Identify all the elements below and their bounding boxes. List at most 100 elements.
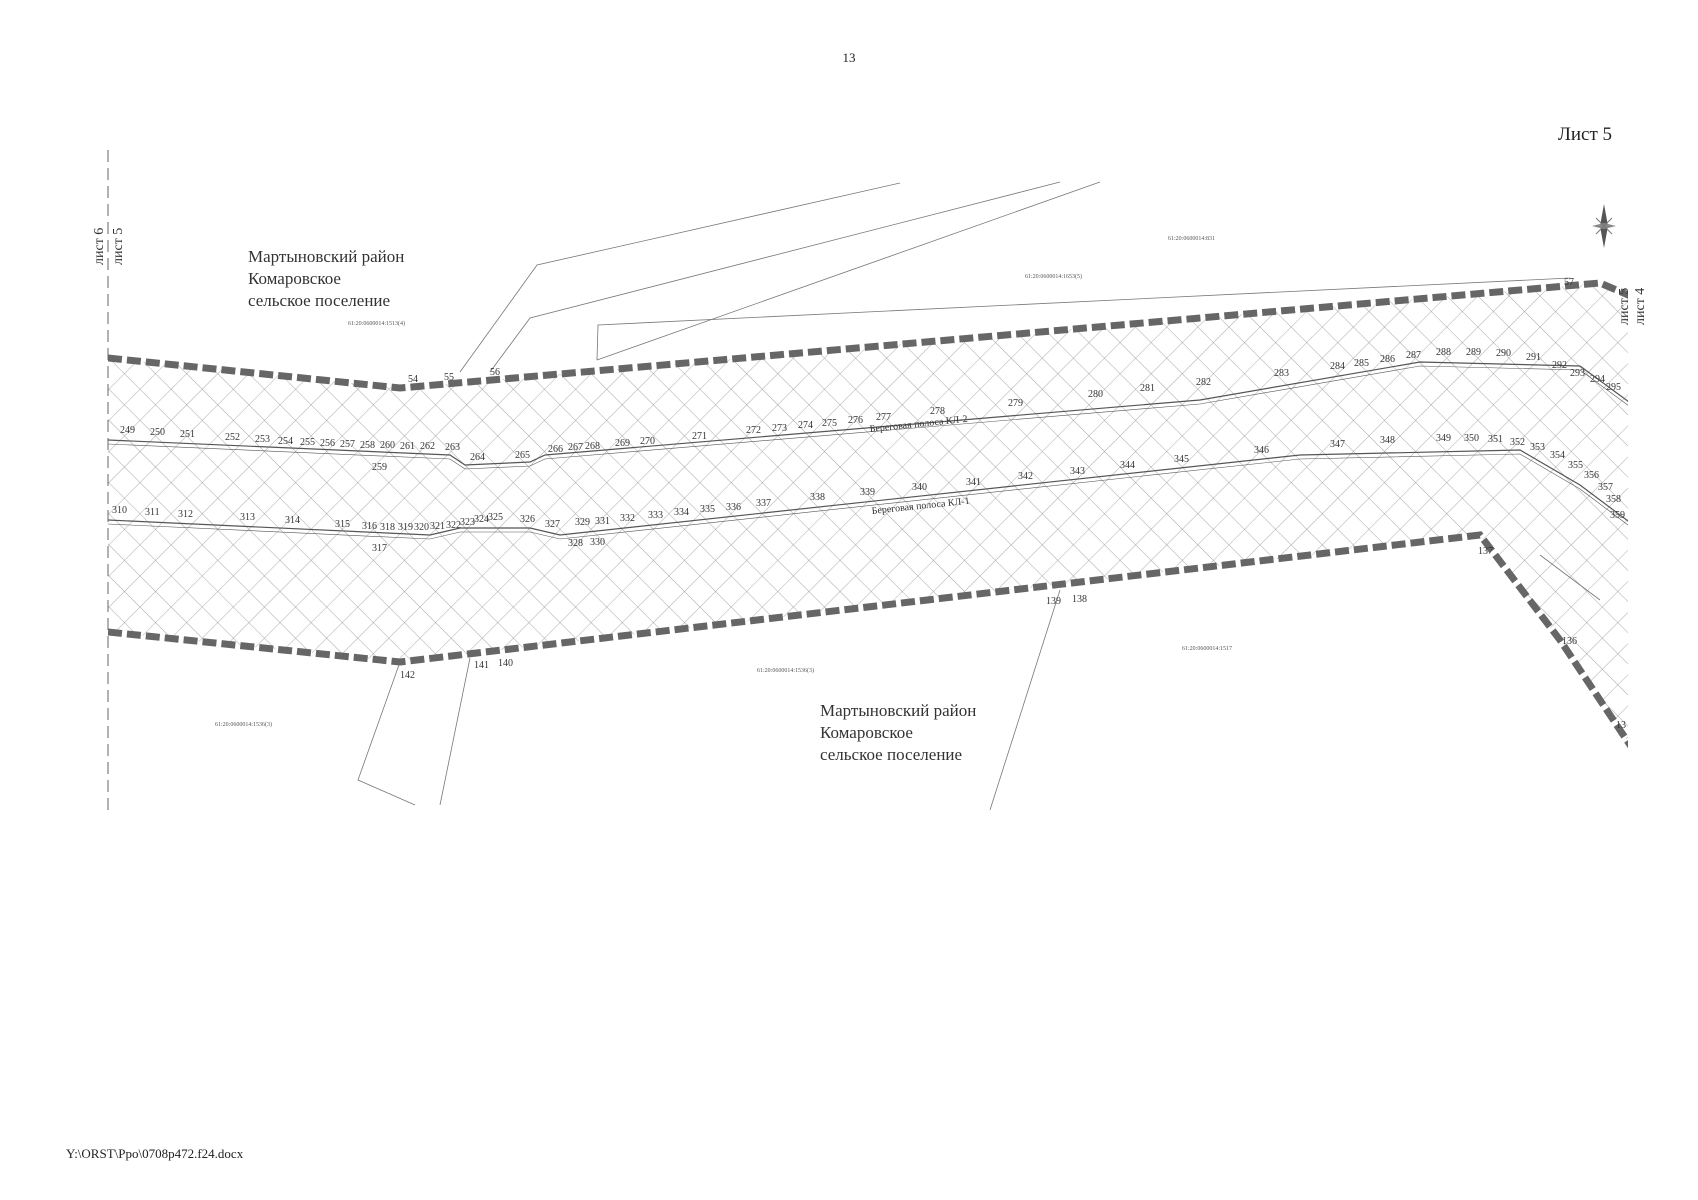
shore-strip-upper-line <box>108 361 1628 470</box>
strip-point: 256 <box>320 438 335 449</box>
zone-boundary <box>108 279 1628 749</box>
boundary-point: 142 <box>400 670 415 681</box>
strip-point: 331 <box>595 516 610 527</box>
strip-point: 344 <box>1120 460 1135 471</box>
strip-point: 268 <box>585 441 600 452</box>
shore-strip-lower-line <box>108 449 1628 540</box>
strip-point: 335 <box>700 504 715 515</box>
strip-point: 264 <box>470 452 485 463</box>
strip-point: 291 <box>1526 352 1541 363</box>
strip-point: 283 <box>1274 368 1289 379</box>
protected-zone <box>108 283 1628 742</box>
strip-point: 317 <box>372 543 387 554</box>
strip-point: 286 <box>1380 354 1395 365</box>
strip-point: 356 <box>1584 470 1599 481</box>
strip-point: 258 <box>360 440 375 451</box>
strip-point: 267 <box>568 442 583 453</box>
place-south-line-1: Мартыновский район <box>820 701 976 720</box>
footer-file-path: Y:\ORST\Ppo\0708p472.f24.docx <box>66 1146 244 1161</box>
strip-point: 266 <box>548 444 563 455</box>
place-label-north: Мартыновский район Комаровское сельское … <box>248 247 404 310</box>
cadastral-label: 61:20:0600014:1536(3) <box>215 721 272 728</box>
sheet-ref-right-bottom: лист 4 <box>1633 288 1648 325</box>
strip-point: 323 <box>460 517 475 528</box>
strip-point: 292 <box>1552 360 1567 371</box>
cadastral-label: 61:20:0600014:1536(3) <box>757 667 814 674</box>
strip-point: 271 <box>692 431 707 442</box>
strip-point: 357 <box>1598 482 1613 493</box>
strip-point: 333 <box>648 510 663 521</box>
strip-point: 330 <box>590 537 605 548</box>
strip-point: 250 <box>150 427 165 438</box>
strip-point: 252 <box>225 432 240 443</box>
strip-point: 320 <box>414 522 429 533</box>
strip-point: 275 <box>822 418 837 429</box>
boundary-point: 141 <box>474 660 489 671</box>
strip-point: 293 <box>1570 368 1585 379</box>
strip-point: 315 <box>335 519 350 530</box>
strip-point: 295 <box>1606 382 1621 393</box>
strip-point: 353 <box>1530 442 1545 453</box>
cadastral-labels: 61:20:0600014:1513(4) 61:20:0600014:1653… <box>215 236 1232 728</box>
strip-point: 285 <box>1354 358 1369 369</box>
page-number: 13 <box>842 50 856 65</box>
lower-strip-points: 310 311 312 313 314 315 316 318 319 320 … <box>112 433 1625 533</box>
strip-point: 316 <box>362 521 377 532</box>
place-label-south: Мартыновский район Комаровское сельское … <box>820 701 976 764</box>
strip-point: 260 <box>380 440 395 451</box>
strip-point: 345 <box>1174 454 1189 465</box>
sheet-ref-left-top: лист 6 <box>92 228 107 265</box>
strip-point: 321 <box>430 521 445 532</box>
strip-point: 343 <box>1070 466 1085 477</box>
strip-point: 355 <box>1568 460 1583 471</box>
strip-point: 337 <box>756 498 771 509</box>
strip-point: 265 <box>515 450 530 461</box>
strip-point: 324 <box>474 514 489 525</box>
boundary-point: 54 <box>408 374 418 385</box>
strip-point: 294 <box>1590 374 1605 385</box>
boundary-point: 139 <box>1046 596 1061 607</box>
boundary-points-north: 54 55 56 57 <box>408 277 1574 385</box>
strip-point: 332 <box>620 513 635 524</box>
strip-point: 319 <box>398 522 413 533</box>
strip-point: 279 <box>1008 398 1023 409</box>
boundary-points-south: 142 141 140 139 138 137 136 13 <box>400 546 1626 731</box>
place-south-line-2: Комаровское <box>820 723 913 742</box>
strip-point: 280 <box>1088 389 1103 400</box>
sheet-ref-left-bottom: лист 5 <box>111 228 126 265</box>
boundary-point: 138 <box>1072 594 1087 605</box>
cadastral-label: 61:20:0600014:1517 <box>1182 646 1232 652</box>
strip-point: 358 <box>1606 494 1621 505</box>
place-north-line-2: Комаровское <box>248 269 341 288</box>
strip-point: 340 <box>912 482 927 493</box>
north-arrow-icon <box>1592 204 1616 248</box>
strip-point: 281 <box>1140 383 1155 394</box>
strip-point: 254 <box>278 436 293 447</box>
cadastral-label: 61:20:0600014:1653(5) <box>1025 273 1082 280</box>
strip-point: 325 <box>488 512 503 523</box>
strip-point: 349 <box>1436 433 1451 444</box>
strip-point: 311 <box>145 507 160 518</box>
strip-point: 336 <box>726 502 741 513</box>
strip-point: 347 <box>1330 439 1345 450</box>
strip-point: 322 <box>446 520 461 531</box>
sheet-ref-right-top: лист 5 <box>1617 288 1632 325</box>
strip-point: 251 <box>180 429 195 440</box>
strip-point: 259 <box>372 462 387 473</box>
strip-point: 278 <box>930 406 945 417</box>
strip-point: 289 <box>1466 347 1481 358</box>
cadastral-label: 61:20:0600014:1513(4) <box>348 320 405 327</box>
strip-point: 270 <box>640 436 655 447</box>
strip-point: 261 <box>400 441 415 452</box>
strip-point: 284 <box>1330 361 1345 372</box>
lower-side-points: 259 317 328 330 <box>372 462 605 554</box>
boundary-point: 56 <box>490 367 500 378</box>
strip-point: 328 <box>568 538 583 549</box>
strip-point: 352 <box>1510 437 1525 448</box>
strip-point: 249 <box>120 425 135 436</box>
strip-point: 359 <box>1610 510 1625 521</box>
strip-point: 288 <box>1436 347 1451 358</box>
strip-point: 276 <box>848 415 863 426</box>
strip-point: 313 <box>240 512 255 523</box>
boundary-point: 55 <box>444 372 454 383</box>
